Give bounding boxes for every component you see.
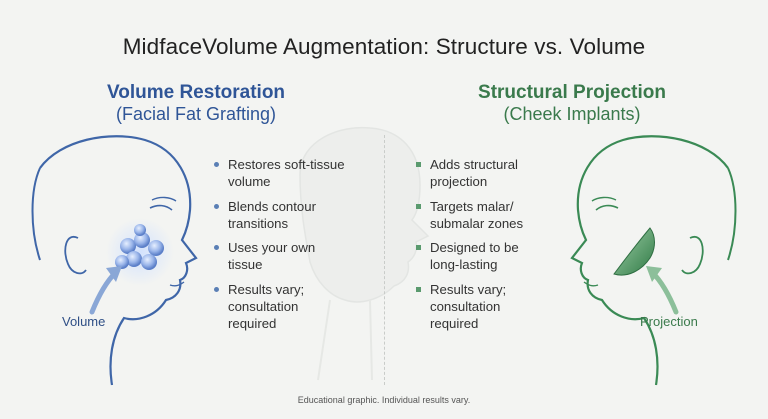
bullet-icon <box>416 286 421 292</box>
right-face-illustration <box>570 135 737 386</box>
bullet-icon <box>214 286 219 292</box>
fat-graft-cluster <box>115 224 164 270</box>
right-heading: Structural Projection <box>478 82 666 103</box>
bullet-icon <box>214 203 219 209</box>
center-divider <box>384 135 385 385</box>
center-face-silhouette <box>299 126 430 381</box>
volume-label: Volume <box>62 314 106 329</box>
bullet-icon <box>214 245 219 250</box>
right-subheading: (Cheek Implants) <box>503 104 641 124</box>
footer-disclaimer: Educational graphic. Individual results … <box>297 395 471 405</box>
bullet-icon <box>416 245 421 250</box>
projection-arrow-icon <box>646 266 679 315</box>
cheek-implant-shape <box>613 227 655 276</box>
projection-label: Projection <box>640 314 698 329</box>
bullet-icon <box>214 162 219 167</box>
volume-arrow-icon <box>89 266 122 315</box>
page-title: MidfaceVolume Augmentation: Structure vs… <box>122 34 646 59</box>
bullet-icon <box>416 203 421 209</box>
left-subheading: (Facial Fat Grafting) <box>115 104 277 124</box>
right-benefit-text: Targets malar/submalar zones <box>430 198 524 231</box>
left-heading: Volume Restoration <box>106 82 286 103</box>
left-face-illustration <box>31 135 198 386</box>
right-benefit-item: Targets malar/submalar zones <box>416 198 566 232</box>
bullet-icon <box>416 162 421 167</box>
